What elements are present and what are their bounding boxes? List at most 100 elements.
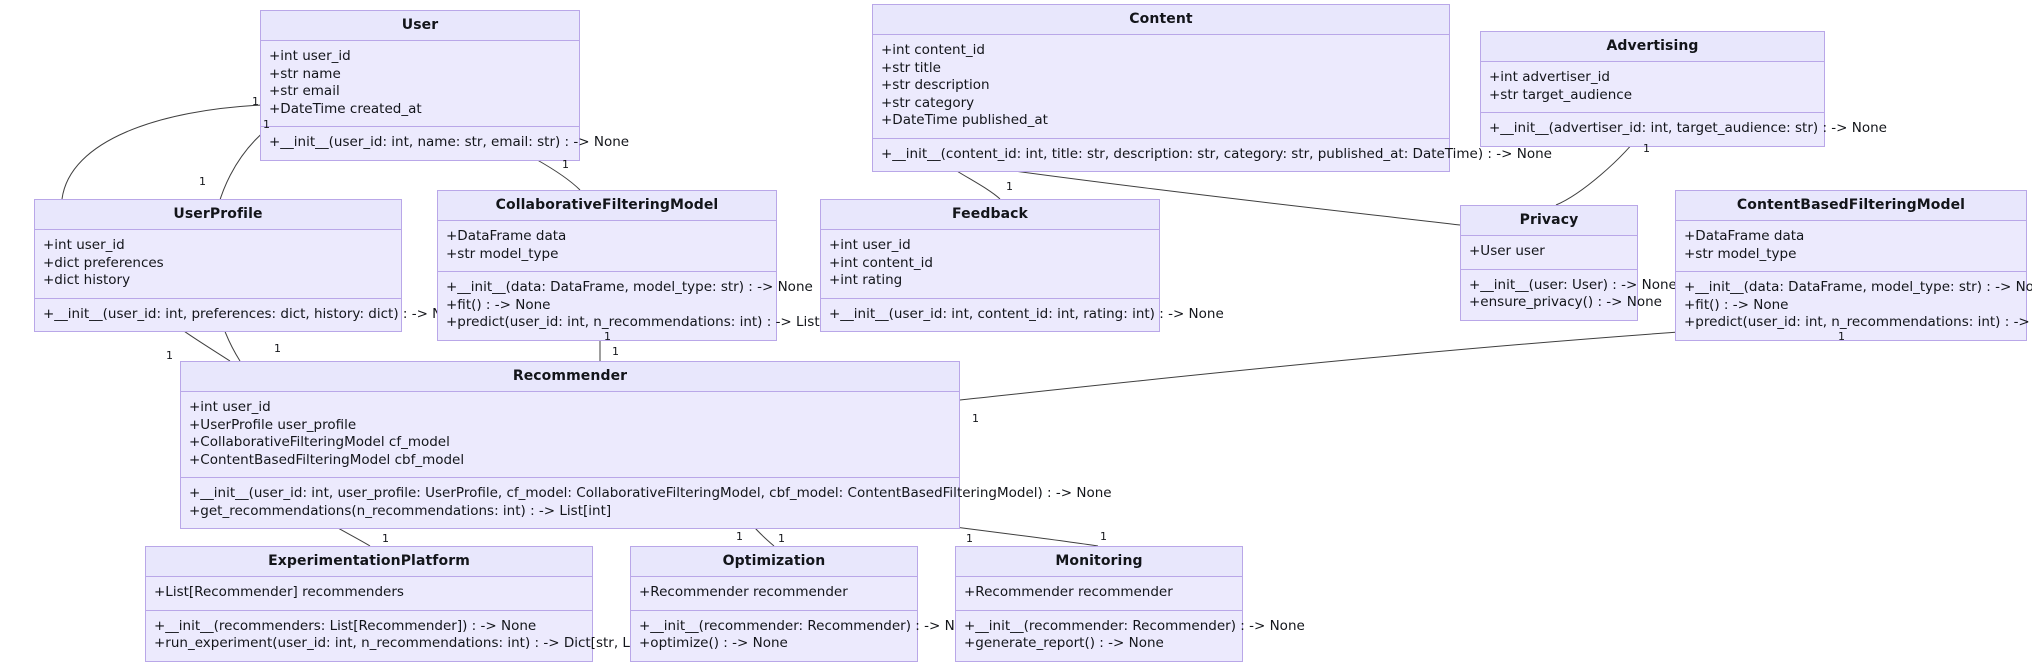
multiplicity-label: 1 [966,532,973,545]
class-title-monitoring: Monitoring [956,547,1242,577]
method-row: +get_recommendations(n_recommendations: … [189,502,612,519]
method-row: +__init__(user_id: int, preferences: dic… [43,305,468,322]
class-attributes-cfmodel: +DataFrame data+str model_type [438,221,776,272]
method-row: +generate_report() : -> None [964,635,1164,651]
class-box-advertising[interactable]: Advertising+int advertiser_id+str target… [1480,31,1887,147]
class-methods-advertising: +__init__(advertiser_id: int, target_aud… [1481,113,1887,146]
class-box-cfmodel[interactable]: CollaborativeFilteringModel+DataFrame da… [437,190,848,341]
class-title-content: Content [873,5,1449,35]
attribute-row: +str category [881,94,975,111]
class-box-privacy[interactable]: Privacy +User user +__init__(user: User) :… [1460,205,1677,321]
class-methods-feedback: +__init__(user_id: int, content_id: int,… [821,298,1224,331]
class-box-feedback[interactable]: Feedback+int user_id+int content_id+int … [820,199,1224,332]
method-row: +ensure_privacy() : -> None [1469,294,1662,310]
multiplicity-label: 1 [604,330,611,343]
attribute-row: +int content_id [881,42,985,58]
attribute-row: +int content_id [829,254,933,271]
attribute-row: +DataFrame data [446,228,567,244]
method-row: +__init__(user_id: int, user_profile: Us… [189,485,1112,501]
multiplicity-label: 1 [252,95,259,108]
attribute-row: +DataFrame data [1684,228,1805,244]
multiplicity-label: 1 [274,342,281,355]
class-title-feedback: Feedback [821,200,1159,230]
multiplicity-label: 1 [1838,330,1845,343]
class-methods-experimentation: +__init__(recommenders: List[Recommender… [146,610,680,661]
class-box-userprofile[interactable]: UserProfile+int user_id+dict preferences… [34,199,468,332]
class-methods-optimization: +__init__(recommender: Recommender) : ->… [631,610,980,661]
attribute-row: +int advertiser_id [1489,69,1610,85]
class-methods-privacy: +__init__(user: User) : -> None+ensure_p… [1461,269,1677,320]
method-row: +__init__(recommender: Recommender) : ->… [964,617,1305,634]
attribute-row: +DateTime published_at [881,112,1048,128]
class-attributes-user: +int user_id+str name+str email+DateTime… [261,41,579,127]
method-row: +__init__(recommender: Recommender) : ->… [639,617,980,634]
attribute-row: +DateTime created_at [269,100,422,117]
multiplicity-label: 1 [1643,142,1650,155]
class-attributes-privacy: +User user [1461,236,1637,270]
multiplicity-label: 1 [1100,530,1107,543]
attribute-row: +str email [269,83,340,99]
class-title-optimization: Optimization [631,547,917,577]
attribute-row: +dict preferences [43,254,164,271]
class-box-content[interactable]: Content+int content_id+str title+str des… [872,4,1552,172]
attribute-row: +str target_audience [1489,86,1633,103]
class-attributes-feedback: +int user_id+int content_id+int rating [821,230,1159,299]
multiplicity-label: 1 [166,349,173,362]
class-attributes-recommender: +int user_id+UserProfile user_profile+Co… [181,392,959,478]
multiplicity-label: 1 [562,158,569,171]
class-box-optimization[interactable]: Optimization +Recommender recommender +__i… [630,546,980,662]
class-attributes-advertising: +int advertiser_id+str target_audience [1481,62,1824,113]
attribute-row: +Recommender recommender [964,584,1173,600]
method-row: +__init__(user_id: int, content_id: int,… [829,305,1224,322]
class-title-privacy: Privacy [1461,206,1637,236]
method-row: +__init__(data: DataFrame, model_type: s… [446,279,813,295]
method-row: +run_experiment(user_id: int, n_recommen… [154,635,680,651]
class-attributes-userprofile: +int user_id+dict preferences+dict histo… [35,230,401,299]
method-row: +optimize() : -> None [639,635,788,651]
attribute-row: +CollaborativeFilteringModel cf_model [189,434,450,450]
class-box-cbfmodel[interactable]: ContentBasedFilteringModel+DataFrame dat… [1675,190,2032,341]
class-box-experimentation[interactable]: ExperimentationPlatform+List[Recommender… [145,546,680,662]
attribute-row: +str name [269,65,341,82]
class-methods-userprofile: +__init__(user_id: int, preferences: dic… [35,298,468,331]
class-box-user[interactable]: User+int user_id+str name+str email+Date… [260,10,630,161]
attribute-row: +int user_id [269,48,351,64]
attribute-row: +User user [1469,243,1545,259]
class-title-cfmodel: CollaborativeFilteringModel [438,191,776,221]
attribute-row: +int user_id [43,237,125,253]
method-row: +__init__(data: DataFrame, model_type: s… [1684,279,2032,295]
attribute-row: +Recommender recommender [639,584,848,600]
attribute-row: +int user_id [189,399,271,415]
attribute-row: +dict history [43,272,131,288]
method-row: +__init__(recommenders: List[Recommender… [154,617,537,634]
attribute-row: +str model_type [1684,245,1797,262]
class-title-experimentation: ExperimentationPlatform [146,547,592,577]
attribute-row: +str model_type [446,245,559,262]
attribute-row: +str title [881,59,941,76]
class-methods-content: +__init__(content_id: int, title: str, d… [873,138,1552,171]
class-methods-recommender: +__init__(user_id: int, user_profile: Us… [181,478,1112,528]
attribute-row: +ContentBasedFilteringModel cbf_model [189,451,465,468]
method-row: +__init__(user_id: int, name: str, email… [269,134,630,150]
method-row: +__init__(user: User) : -> None [1469,276,1677,293]
attribute-row: +str description [881,77,990,93]
multiplicity-label: 1 [1006,180,1013,193]
class-attributes-optimization: +Recommender recommender [631,577,917,611]
multiplicity-label: 1 [199,175,206,188]
class-methods-cbfmodel: +__init__(data: DataFrame, model_type: s… [1676,272,2032,340]
method-row: +__init__(content_id: int, title: str, d… [881,145,1552,162]
method-row: +predict(user_id: int, n_recommendations… [1684,314,2032,330]
multiplicity-label: 1 [778,532,785,545]
method-row: +fit() : -> None [1684,296,1789,313]
method-row: +__init__(advertiser_id: int, target_aud… [1489,120,1887,136]
method-row: +fit() : -> None [446,296,551,313]
class-attributes-content: +int content_id+str title+str descriptio… [873,35,1449,139]
class-box-recommender[interactable]: Recommender+int user_id+UserProfile user… [180,361,1112,529]
edge-user-userprofile [61,104,263,200]
class-attributes-monitoring: +Recommender recommender [956,577,1242,611]
class-methods-cfmodel: +__init__(data: DataFrame, model_type: s… [438,272,848,340]
class-box-monitoring[interactable]: Monitoring +Recommender recommender +__ini… [955,546,1305,662]
class-title-recommender: Recommender [181,362,959,392]
attribute-row: +UserProfile user_profile [189,416,357,433]
